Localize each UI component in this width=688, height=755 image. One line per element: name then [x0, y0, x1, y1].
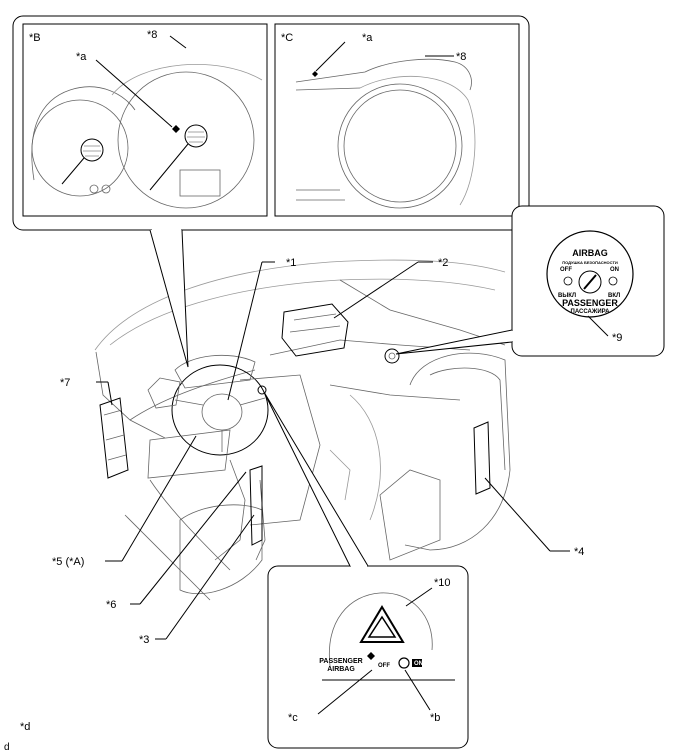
- inset-c-label: *C: [281, 32, 293, 44]
- airbag-off-icon: [563, 276, 573, 286]
- callout-a-c: *a: [362, 32, 373, 44]
- callout-8-c: *8: [456, 51, 466, 63]
- switch-subtitle: ПОДУШКА БЕЗОПАСНОСТИ: [562, 260, 618, 265]
- airbag-on-indicator-icon: [398, 657, 410, 669]
- leader-lines: [96, 261, 570, 640]
- callout-3: *3: [139, 634, 149, 646]
- callout-6: *6: [106, 599, 116, 611]
- switch-on-label: ON: [610, 267, 619, 273]
- meter-type-c-drawing: [295, 41, 476, 209]
- indicator-passenger: PASSENGER: [319, 658, 362, 665]
- callout-8-b: *8: [147, 29, 157, 41]
- switch-passenger: PASSENGER: [562, 298, 618, 308]
- callout-5: *5 (*A): [52, 556, 84, 568]
- indicator-on: ON: [414, 661, 423, 667]
- inset-combination-meter: *B *a *8 *C *a *8: [12, 15, 530, 368]
- airbag-off-indicator-icon: [367, 652, 375, 660]
- switch-title: AIRBAG: [572, 248, 608, 258]
- callout-a-b: *a: [76, 51, 87, 63]
- inset-b-label: *B: [29, 32, 41, 44]
- callout-c: *c: [288, 712, 298, 724]
- switch-passenger-ru: ПАССАЖИРА: [571, 309, 611, 315]
- callout-4: *4: [574, 546, 584, 558]
- switch-off-label: OFF: [560, 267, 572, 273]
- inset-airbag-switch: AIRBAG ПОДУШКА БЕЗОПАСНОСТИ OFF ON ВЫКЛ …: [395, 205, 665, 357]
- vehicle-interior-drawing: [94, 259, 511, 601]
- callout-2: *2: [438, 257, 448, 269]
- callout-10: *10: [434, 577, 451, 589]
- indicator-off: OFF: [378, 663, 390, 669]
- inset-b-panel: [22, 23, 268, 217]
- callout-b: *b: [430, 712, 440, 724]
- inset-c-panel: [274, 23, 520, 217]
- figure-code: d: [4, 742, 10, 753]
- airbag-on-icon: [608, 276, 618, 286]
- indicator-airbag: AIRBAG: [327, 666, 355, 673]
- callout-d: *d: [20, 721, 30, 733]
- meter-type-b-drawing: [31, 35, 263, 209]
- callout-7: *7: [60, 377, 70, 389]
- switch-off-ru: ВЫКЛ: [558, 293, 576, 299]
- callout-9: *9: [612, 332, 622, 344]
- callout-1: *1: [286, 257, 296, 269]
- inset-hazard-indicator: PASSENGER AIRBAG OFF ON *10 *c *b: [263, 391, 469, 749]
- switch-on-ru: ВКЛ: [608, 293, 620, 299]
